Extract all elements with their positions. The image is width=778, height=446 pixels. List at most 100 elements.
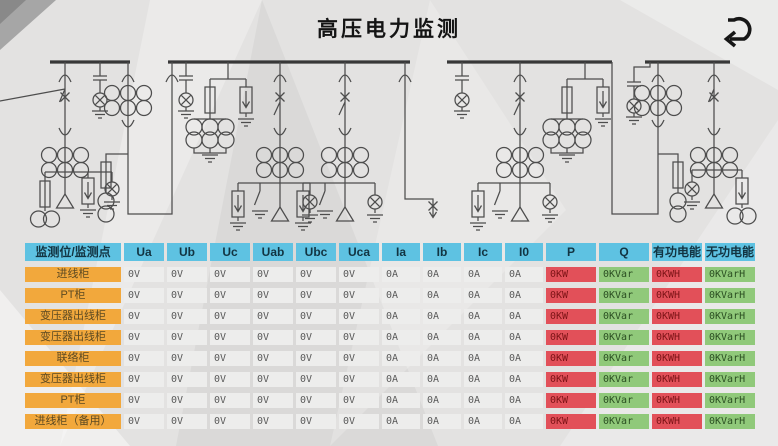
value-cell: 0KVar xyxy=(599,372,649,387)
value-cell: 0V xyxy=(253,372,293,387)
value-cell: 0KVarH xyxy=(705,267,755,282)
bay-incoming-cabinet-backup xyxy=(683,62,757,225)
value-cell: 0V xyxy=(210,330,250,345)
bay-tie-cabinet-left xyxy=(97,62,179,223)
value-cell: 0A xyxy=(382,393,420,408)
value-cell: 0A xyxy=(464,414,502,429)
value-cell: 0KW xyxy=(546,414,596,429)
column-header: Ubc xyxy=(296,243,336,261)
value-cell: 0KVarH xyxy=(705,414,755,429)
value-cell: 0A xyxy=(505,351,543,366)
value-cell: 0V xyxy=(253,414,293,429)
row-label[interactable]: PT柜 xyxy=(25,393,121,408)
value-cell: 0V xyxy=(124,372,164,387)
value-cell: 0A xyxy=(464,267,502,282)
bay-transformer-feeder xyxy=(295,62,383,230)
value-cell: 0A xyxy=(464,393,502,408)
value-cell: 0V xyxy=(124,414,164,429)
value-cell: 0A xyxy=(382,288,420,303)
value-cell: 0A xyxy=(382,351,420,366)
value-cell: 0KVar xyxy=(599,351,649,366)
value-cell: 0A xyxy=(464,288,502,303)
value-cell: 0V xyxy=(124,288,164,303)
value-cell: 0A xyxy=(382,267,420,282)
value-cell: 0V xyxy=(167,351,207,366)
bay-pt-indicator xyxy=(453,61,471,119)
row-label[interactable]: 变压器出线柜 xyxy=(25,309,121,324)
value-cell: 0A xyxy=(423,309,461,324)
value-cell: 0V xyxy=(167,393,207,408)
row-label[interactable]: 进线柜（备用） xyxy=(25,414,121,429)
value-cell: 0V xyxy=(167,330,207,345)
value-cell: 0A xyxy=(423,372,461,387)
value-cell: 0V xyxy=(167,309,207,324)
value-cell: 0V xyxy=(253,351,293,366)
value-cell: 0KW xyxy=(546,393,596,408)
value-cell: 0A xyxy=(423,414,461,429)
value-cell: 0V xyxy=(253,267,293,282)
value-cell: 0KWH xyxy=(652,393,702,408)
value-cell: 0A xyxy=(505,414,543,429)
row-label[interactable]: 进线柜 xyxy=(25,267,121,282)
bay-pt-cabinet xyxy=(543,62,611,162)
value-cell: 0V xyxy=(167,372,207,387)
value-cell: 0V xyxy=(339,351,379,366)
value-cell: 0V xyxy=(124,393,164,408)
value-cell: 0V xyxy=(296,372,336,387)
value-cell: 0KVar xyxy=(599,393,649,408)
value-cell: 0A xyxy=(505,288,543,303)
column-header: 有功电能 xyxy=(652,243,702,261)
value-cell: 0KWH xyxy=(652,267,702,282)
value-cell: 0KVarH xyxy=(705,288,755,303)
value-cell: 0A xyxy=(382,330,420,345)
value-cell: 0KW xyxy=(546,267,596,282)
value-cell: 0KVar xyxy=(599,267,649,282)
value-cell: 0A xyxy=(423,330,461,345)
row-label[interactable]: 联络柜 xyxy=(25,351,121,366)
value-cell: 0V xyxy=(253,393,293,408)
value-cell: 0KW xyxy=(546,309,596,324)
bay-tie-cabinet-right xyxy=(612,62,687,223)
value-cell: 0A xyxy=(505,393,543,408)
value-cell: 0V xyxy=(210,372,250,387)
value-cell: 0A xyxy=(464,330,502,345)
back-button[interactable] xyxy=(716,10,764,52)
value-cell: 0KVar xyxy=(599,414,649,429)
value-cell: 0KWH xyxy=(652,330,702,345)
value-cell: 0KWH xyxy=(652,372,702,387)
row-label[interactable]: 变压器出线柜 xyxy=(25,330,121,345)
row-label[interactable]: PT柜 xyxy=(25,288,121,303)
value-cell: 0KVarH xyxy=(705,372,755,387)
value-cell: 0V xyxy=(253,309,293,324)
value-cell: 0KWH xyxy=(652,351,702,366)
column-header: Ib xyxy=(423,243,461,261)
column-header: Q xyxy=(599,243,649,261)
column-header: Uc xyxy=(210,243,250,261)
value-cell: 0A xyxy=(423,267,461,282)
value-cell: 0V xyxy=(210,267,250,282)
value-cell: 0V xyxy=(296,267,336,282)
bay-pt-indicator xyxy=(625,62,650,125)
value-cell: 0KWH xyxy=(652,288,702,303)
value-cell: 0A xyxy=(464,309,502,324)
column-header: Uab xyxy=(253,243,293,261)
value-cell: 0V xyxy=(167,414,207,429)
value-cell: 0V xyxy=(339,414,379,429)
bay-section-link xyxy=(398,62,439,218)
value-cell: 0V xyxy=(210,393,250,408)
corner-header: 监测位/监测点 xyxy=(25,243,121,261)
value-cell: 0V xyxy=(296,309,336,324)
value-cell: 0V xyxy=(253,288,293,303)
value-cell: 0V xyxy=(167,288,207,303)
value-cell: 0A xyxy=(505,309,543,324)
column-header: Ub xyxy=(167,243,207,261)
column-header: Ia xyxy=(382,243,420,261)
bay-transformer-feeder xyxy=(470,62,558,230)
back-icon xyxy=(723,16,752,47)
column-header: P xyxy=(546,243,596,261)
value-cell: 0KVarH xyxy=(705,393,755,408)
value-cell: 0V xyxy=(124,309,164,324)
value-cell: 0V xyxy=(296,288,336,303)
row-label[interactable]: 变压器出线柜 xyxy=(25,372,121,387)
value-cell: 0V xyxy=(339,330,379,345)
